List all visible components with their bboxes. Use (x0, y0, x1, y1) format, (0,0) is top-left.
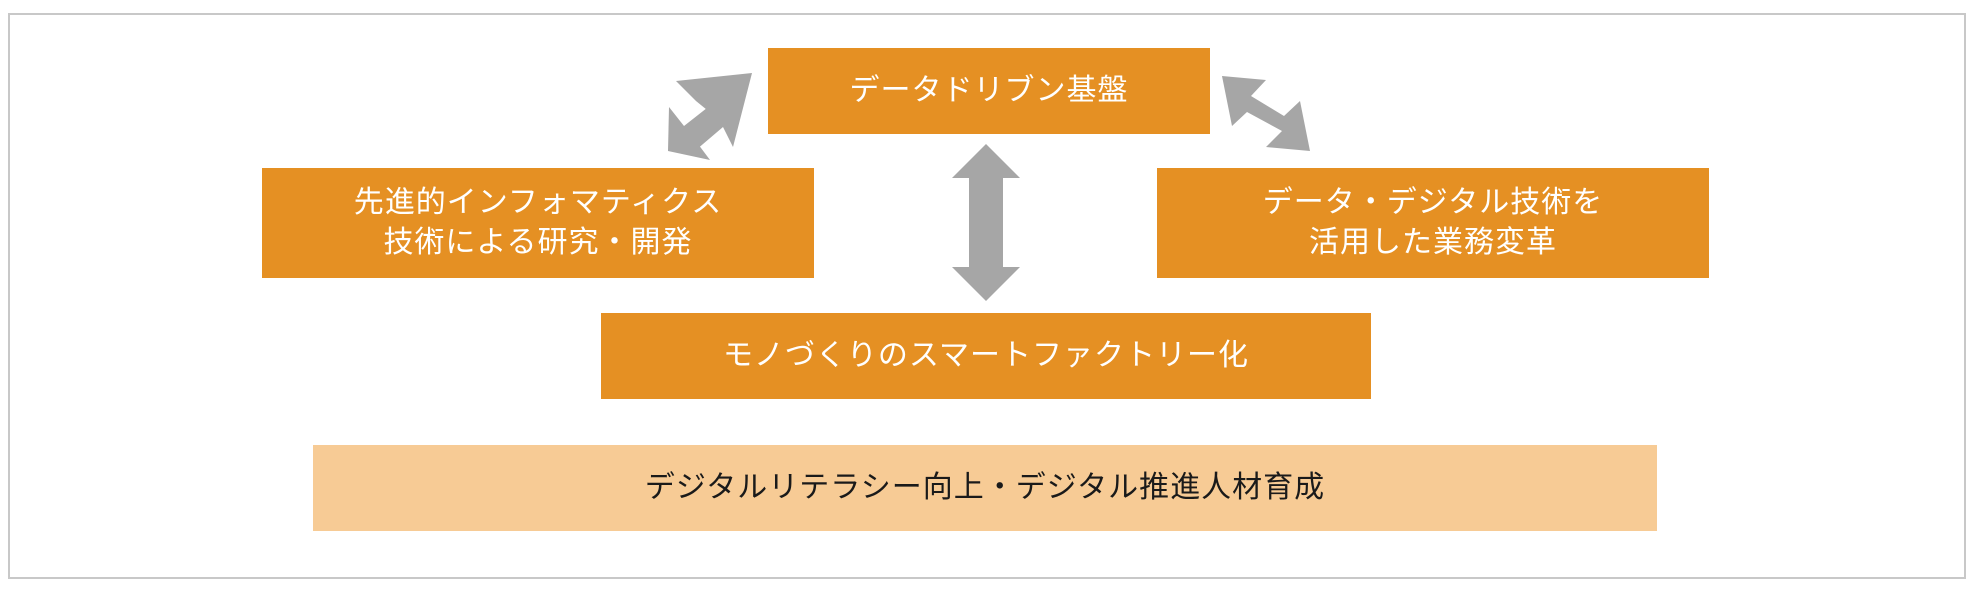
arrow-vertical-double (952, 144, 1020, 301)
digital-literacy-talent-box: デジタルリテラシー向上・デジタル推進人材育成 (313, 445, 1657, 531)
business-transformation-label: データ・デジタル技術を 活用した業務変革 (1262, 185, 1604, 260)
data-driven-foundation-box: データドリブン基盤 (768, 48, 1210, 134)
smart-factory-label: モノづくりのスマートファクトリー化 (722, 338, 1250, 373)
advanced-informatics-rd-box: 先進的インフォマティクス 技術による研究・開発 (262, 168, 814, 278)
business-transformation-box: データ・デジタル技術を 活用した業務変革 (1157, 168, 1709, 278)
advanced-informatics-rd-label: 先進的インフォマティクス 技術による研究・開発 (353, 185, 723, 260)
data-driven-foundation-label: データドリブン基盤 (849, 73, 1129, 108)
arrow-top-right-double (1222, 76, 1310, 151)
arrow-top-left-double-lower (668, 104, 722, 160)
smart-factory-box: モノづくりのスマートファクトリー化 (601, 313, 1371, 399)
digital-literacy-talent-label: デジタルリテラシー向上・デジタル推進人材育成 (644, 470, 1326, 505)
